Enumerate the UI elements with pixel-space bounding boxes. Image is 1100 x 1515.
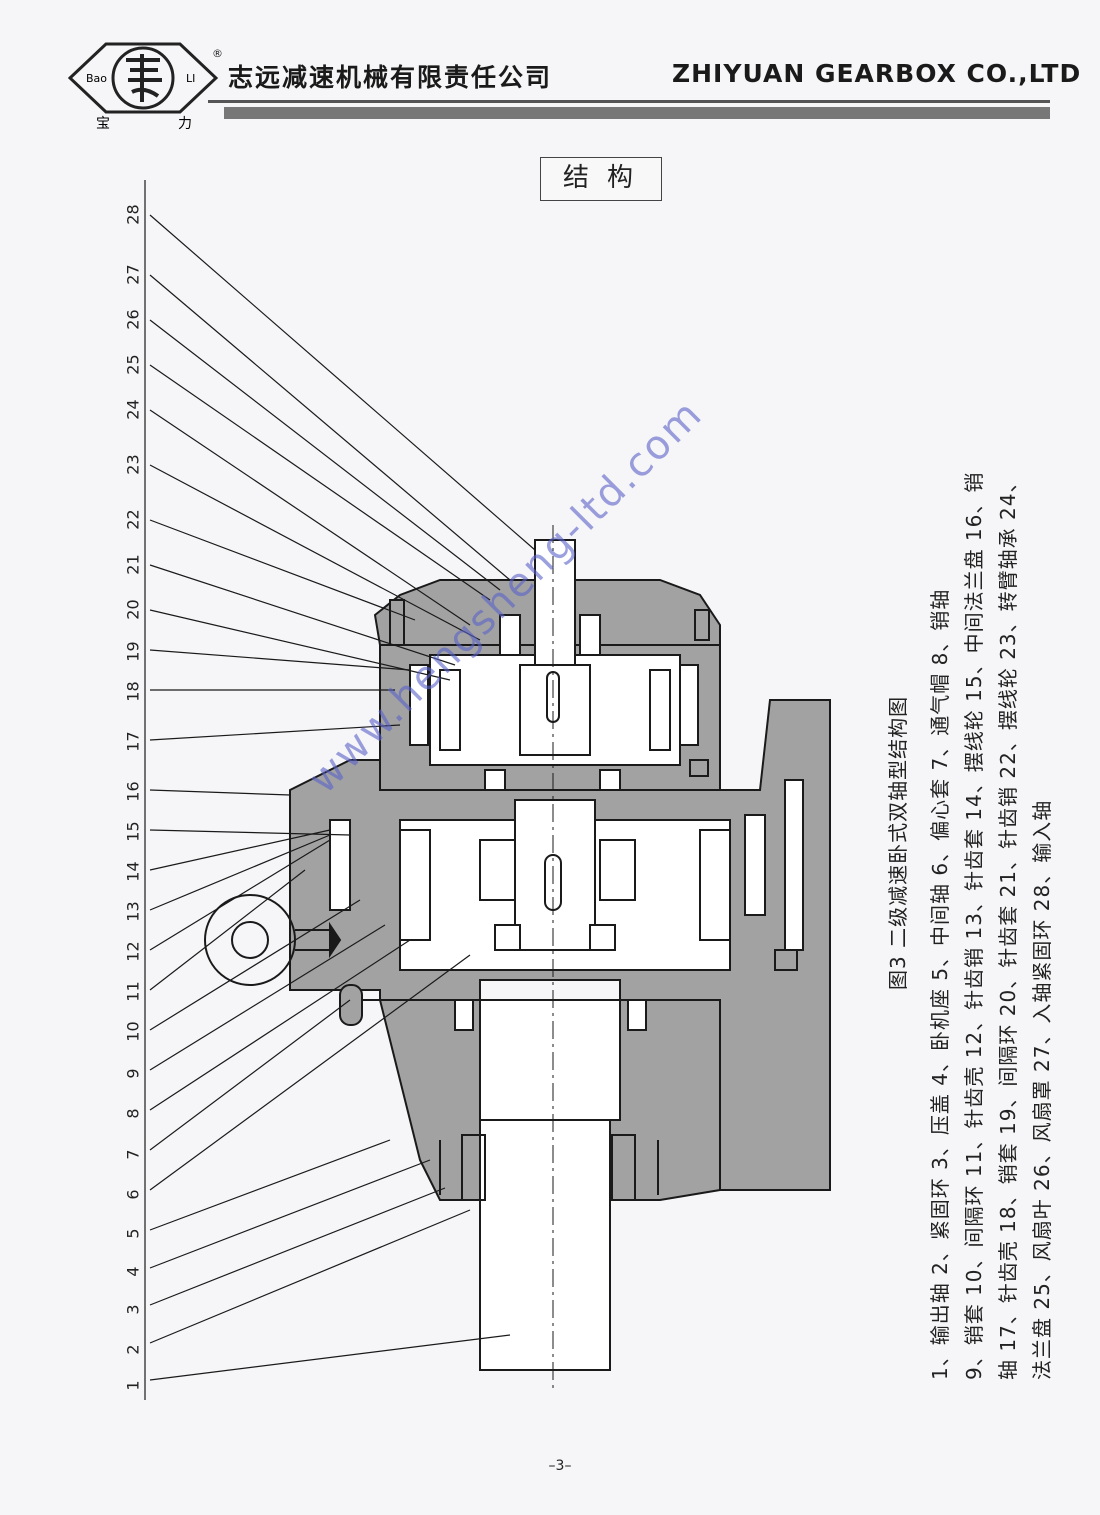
svg-text:宝: 宝 (96, 116, 110, 132)
section-title-box (540, 157, 662, 201)
output-shaft (479, 1119, 611, 1371)
section-title: 结构 (562, 163, 651, 193)
callout-leaders (149, 214, 536, 1381)
page-number: –3– (548, 1458, 572, 1474)
keyways (544, 671, 562, 911)
company-name-cn: 志远减速机械有限责任公司 (228, 63, 553, 92)
company-logo: Bao LI 宝 力 (68, 42, 218, 132)
svg-text:Bao: Bao (86, 72, 107, 85)
company-name-en: ZHIYUAN GEARBOX CO.,LTD (672, 59, 1082, 88)
header-rule-bar (224, 107, 1050, 119)
svg-text:力: 力 (178, 116, 192, 132)
header-rule (208, 100, 1050, 103)
parts-list-line: 轴 17、针齿壳 18、销套 19、间隔环 20、针齿套 21、针齿销 22、摆… (996, 471, 1020, 1380)
svg-text:LI: LI (186, 72, 195, 85)
parts-list-line: 9、销套 10、间隔环 11、针齿壳 12、针齿销 13、针齿套 14、摆线轮 … (962, 471, 986, 1380)
figure-title: 图3 二级减速卧式双轴型结构图 (886, 695, 910, 990)
shafts (479, 539, 611, 1371)
registered-mark: ® (212, 47, 223, 60)
parts-list-line: 1、输出轴 2、紧固环 3、压盖 4、卧机座 5、中间轴 6、偏心套 7、通气帽… (928, 588, 952, 1380)
input-shaft (534, 539, 576, 671)
parts-list-line: 法兰盘 25、风扇叶 26、风扇罩 27、入轴紧固环 28、输入轴 (1030, 799, 1054, 1380)
intermediate-shaft (514, 799, 596, 951)
bearings-and-pins (329, 614, 804, 1031)
output-bearings (439, 1134, 659, 1201)
